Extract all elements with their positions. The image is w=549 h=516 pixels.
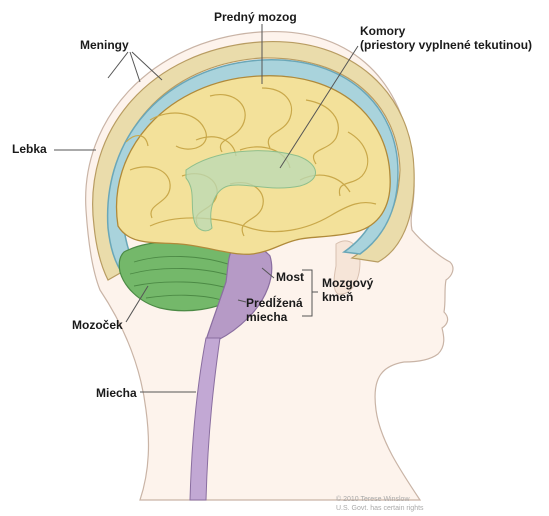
credit-line-1: © 2010 Terese Winslow <box>336 496 410 504</box>
credit-line-2: U.S. Govt. has certain rights <box>336 505 424 513</box>
label-brainstem: Mozgový kmeň <box>322 276 386 304</box>
label-ventricles-1: Komory <box>360 24 405 38</box>
label-skull: Lebka <box>12 142 47 156</box>
label-pons: Most <box>276 270 304 284</box>
label-medulla: Predĺžená miecha <box>246 296 308 324</box>
leader-meninges-1 <box>108 52 128 78</box>
label-cerebellum: Mozoček <box>72 318 123 332</box>
label-ventricles-2: (priestory vyplnené tekutinou) <box>360 38 532 52</box>
label-spinal-cord: Miecha <box>96 386 137 400</box>
leader-meninges-2 <box>130 52 140 82</box>
label-meninges: Meningy <box>80 38 129 52</box>
label-forebrain: Predný mozog <box>214 10 297 24</box>
